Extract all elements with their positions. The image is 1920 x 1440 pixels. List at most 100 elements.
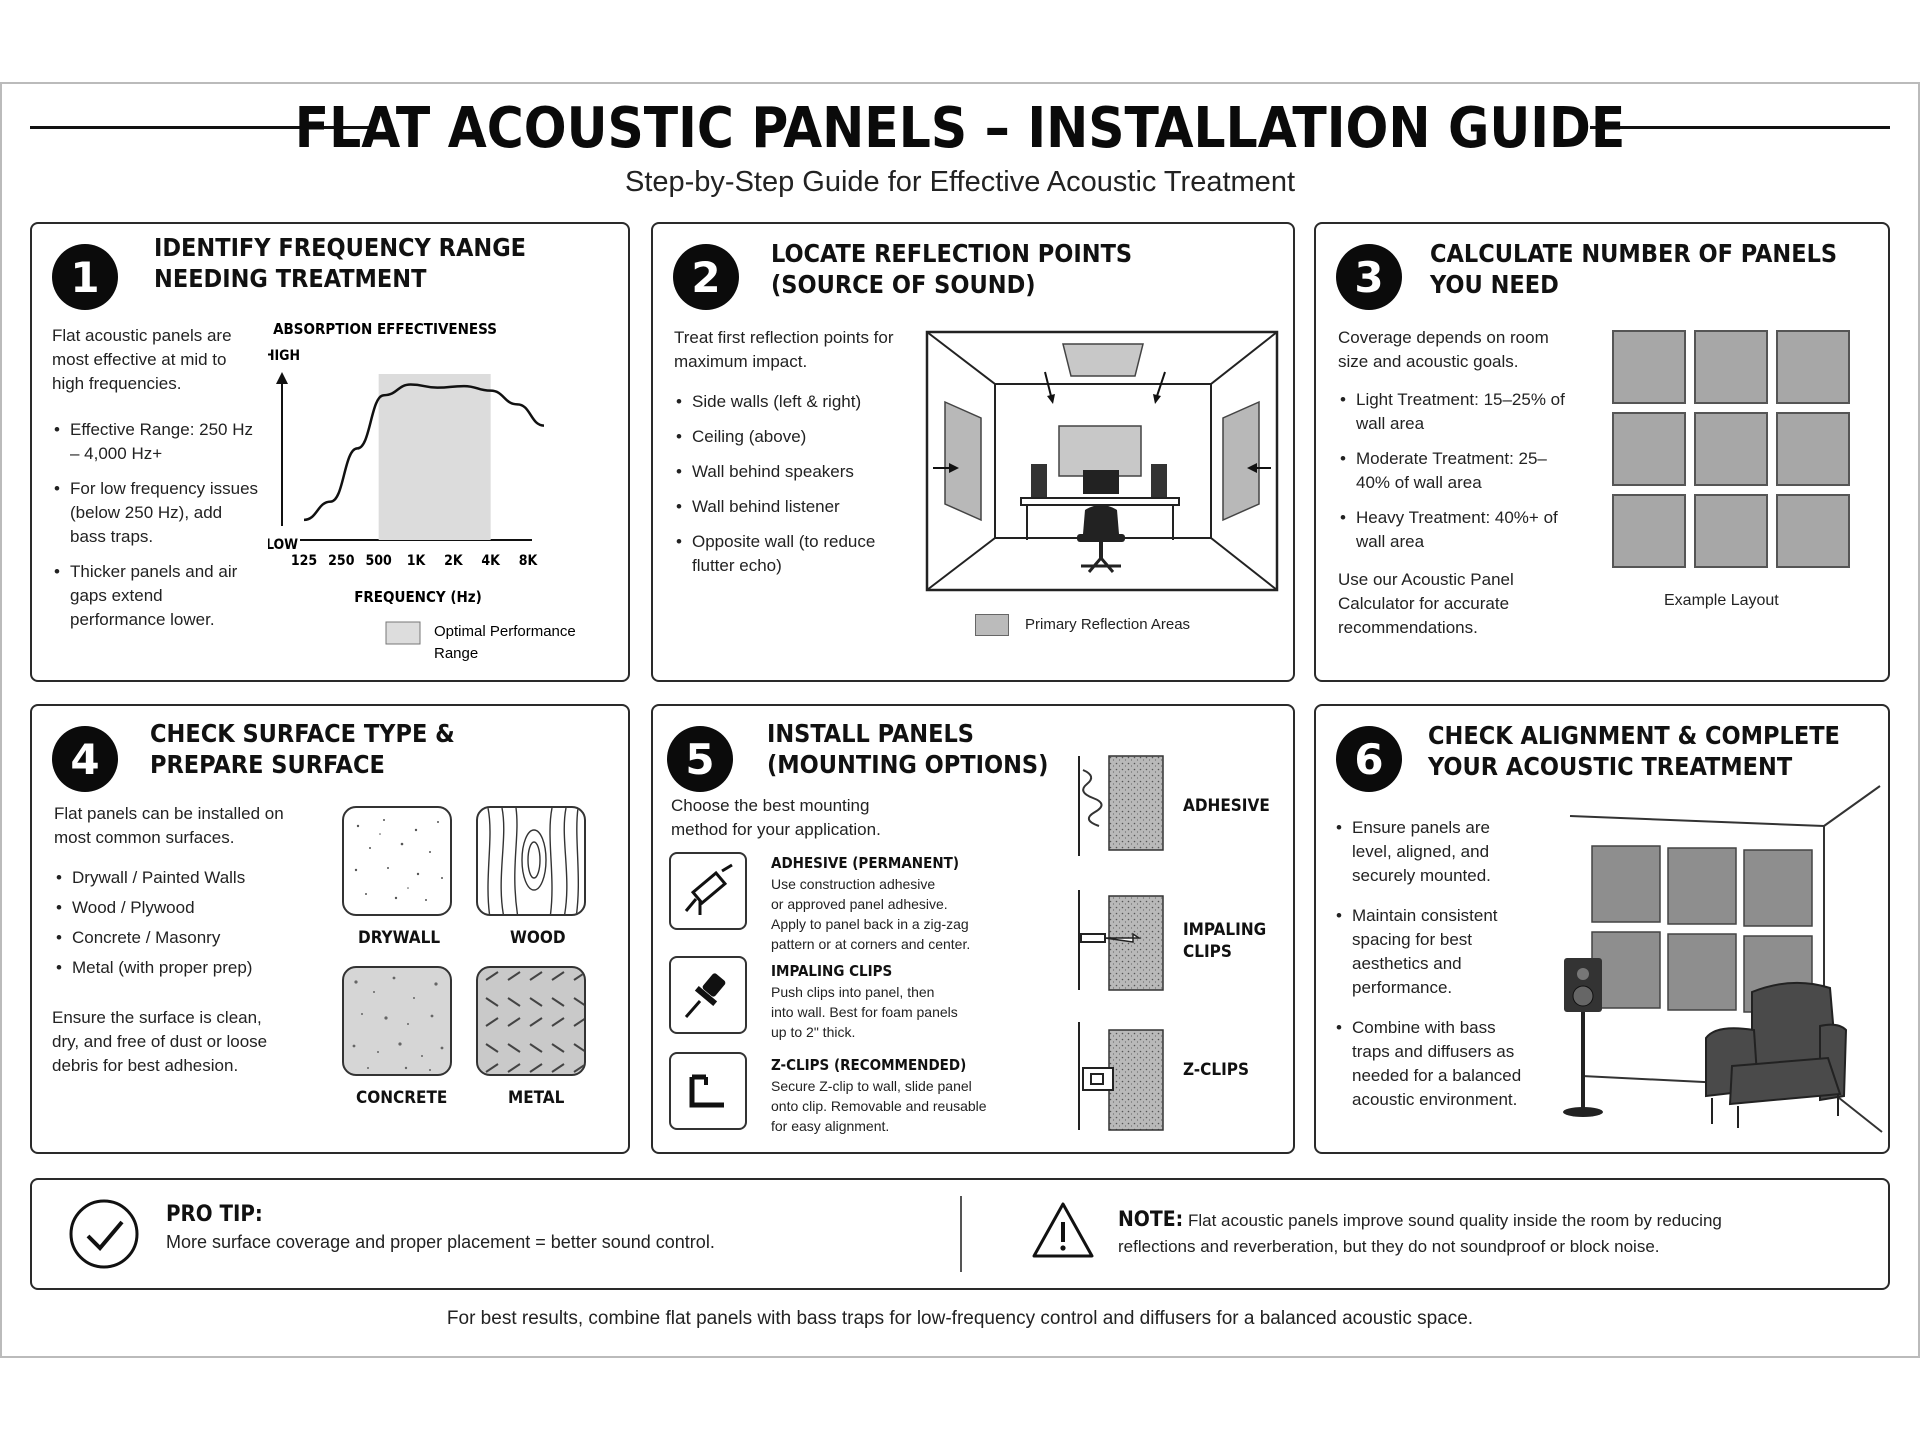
desc-line: up to 2" thick. <box>771 1024 856 1040</box>
optimal-range-band <box>378 374 491 540</box>
step-3-card: 3 CALCULATE NUMBER OF PANELS YOU NEED Co… <box>1314 222 1890 682</box>
list-item: Ceiling (above) <box>674 425 904 449</box>
concrete-tile <box>342 966 452 1076</box>
grid-panel <box>1612 330 1686 404</box>
title-rule-left <box>30 126 376 129</box>
list-item: Ensure panels are level, aligned, and se… <box>1334 816 1530 888</box>
chart-y-low: LOW <box>268 537 298 553</box>
step-4-title-line1: CHECK SURFACE TYPE & <box>150 719 455 748</box>
list-item: Opposite wall (to reduce flutter echo) <box>674 530 904 578</box>
list-item: Wall behind speakers <box>674 460 904 484</box>
page-subtitle: Step-by-Step Guide for Effective Acousti… <box>624 166 1296 198</box>
drywall-texture <box>354 819 443 901</box>
metal-texture <box>485 971 584 1073</box>
step-3-title-line2: YOU NEED <box>1430 270 1559 299</box>
push-pin-icon <box>684 973 726 1018</box>
adhesive-option-title: ADHESIVE (PERMANENT) <box>771 854 959 872</box>
step-5-title: INSTALL PANELS (MOUNTING OPTIONS) <box>767 718 1048 780</box>
grid-panel <box>1612 494 1686 568</box>
step-1-title-line2: NEEDING TREATMENT <box>154 264 427 293</box>
ceiling-panel <box>1062 343 1144 377</box>
step-6-title-line2: YOUR ACOUSTIC TREATMENT <box>1428 752 1793 781</box>
step-6-number: 6 <box>1336 726 1402 792</box>
list-item: Metal (with proper prep) <box>54 956 314 980</box>
desc-line: or approved panel adhesive. <box>771 896 948 912</box>
note-text: NOTE: Flat acoustic panels improve sound… <box>1118 1206 1722 1260</box>
desc-line: Apply to panel back in a zig-zag <box>771 916 969 932</box>
z-clip-option-box <box>669 1052 747 1130</box>
speaker-left <box>1031 464 1047 498</box>
impaling-diagram-label: IMPALING <box>1183 920 1267 940</box>
step-2-title: LOCATE REFLECTION POINTS (SOURCE OF SOUN… <box>771 238 1132 300</box>
x-tick-label: 4K <box>481 553 501 569</box>
step-2-intro: Treat first reflection points for maximu… <box>674 328 894 371</box>
grid-panel <box>1776 330 1850 404</box>
pro-tip-text: More surface coverage and proper placeme… <box>166 1232 715 1252</box>
speaker-on-stand <box>1563 958 1603 1117</box>
metal-tile <box>476 966 586 1076</box>
step-2-card: 2 LOCATE REFLECTION POINTS (SOURCE OF SO… <box>651 222 1295 682</box>
left-wall-panel <box>944 400 982 522</box>
armchair <box>1705 981 1848 1128</box>
list-item: Heavy Treatment: 40%+ of wall area <box>1338 506 1568 554</box>
x-tick-label: 250 <box>328 553 355 569</box>
x-tick-label: 1K <box>407 553 427 569</box>
grid-panel <box>1694 412 1768 486</box>
desc-line: Push clips into panel, then <box>771 984 935 1000</box>
list-item: Concrete / Masonry <box>54 926 314 950</box>
z-clips-diagram-label: Z-CLIPS <box>1183 1060 1250 1080</box>
office-chair <box>1083 505 1119 534</box>
desc-line: onto clip. Removable and reusable <box>771 1098 987 1114</box>
note-line-2: reflections and reverberation, but they … <box>1118 1237 1660 1256</box>
panel-grid <box>1612 330 1856 570</box>
step-3-title-line1: CALCULATE NUMBER OF PANELS <box>1430 239 1838 268</box>
concrete-texture <box>352 976 444 1071</box>
step-3-number: 3 <box>1336 244 1402 310</box>
wood-texture <box>487 808 580 914</box>
step-6-title: CHECK ALIGNMENT & COMPLETE YOUR ACOUSTIC… <box>1428 720 1840 782</box>
reflection-legend-label: Primary Reflection Areas <box>1025 616 1191 633</box>
x-tick-label: 8K <box>519 553 539 569</box>
adhesive-diagram-label: ADHESIVE <box>1183 796 1270 816</box>
legend-swatch <box>385 621 421 645</box>
right-wall-panel <box>1222 400 1260 522</box>
step-4-title: CHECK SURFACE TYPE & PREPARE SURFACE <box>150 718 455 780</box>
clips-diagram-label: CLIPS <box>1183 942 1232 962</box>
step-5-title-line2: (MOUNTING OPTIONS) <box>767 750 1049 779</box>
step-5-intro: Choose the best mounting method for your… <box>671 796 881 839</box>
caulk-gun-icon <box>684 863 733 915</box>
step-6-card: 6 CHECK ALIGNMENT & COMPLETE YOUR ACOUST… <box>1314 704 1890 1154</box>
wall-panel <box>1591 845 1661 923</box>
step-6-title-line1: CHECK ALIGNMENT & COMPLETE <box>1428 721 1840 750</box>
x-tick-label: 125 <box>291 553 317 569</box>
checkmark-icon <box>69 1199 139 1269</box>
title-rule-right <box>1590 126 1890 129</box>
list-item: Light Treatment: 15–25% of wall area <box>1338 388 1568 436</box>
speaker-right <box>1151 464 1167 498</box>
list-item: Combine with bass traps and diffusers as… <box>1334 1016 1530 1112</box>
step-6-bullets: Ensure panels are level, aligned, and se… <box>1334 816 1530 1123</box>
wall-panel <box>1667 933 1737 1011</box>
step-2-title-line1: LOCATE REFLECTION POINTS <box>771 239 1133 268</box>
grid-panel <box>1612 412 1686 486</box>
step-5-card: 5 INSTALL PANELS (MOUNTING OPTIONS) Choo… <box>651 704 1295 1154</box>
step-2-number: 2 <box>673 244 739 310</box>
wood-label: WOOD <box>510 928 566 948</box>
step-1-title: IDENTIFY FREQUENCY RANGE NEEDING TREATME… <box>154 232 526 294</box>
pro-tip-heading: PRO TIP: <box>166 1202 263 1227</box>
step-3-outro: Use our Acoustic Panel Calculator for ac… <box>1338 570 1514 637</box>
page-title: FLAT ACOUSTIC PANELS – INSTALLATION GUID… <box>294 96 1626 161</box>
list-item: Moderate Treatment: 25–40% of wall area <box>1338 447 1568 495</box>
grid-panel <box>1694 330 1768 404</box>
step-5-title-line1: INSTALL PANELS <box>767 719 974 748</box>
tip-divider <box>960 1196 962 1272</box>
tip-bar: PRO TIP: More surface coverage and prope… <box>30 1178 1890 1290</box>
example-layout-caption: Example Layout <box>1664 592 1779 609</box>
adhesive-option-desc: Use construction adhesive or approved pa… <box>771 874 970 954</box>
desc-line: for easy alignment. <box>771 1118 890 1134</box>
note-heading: NOTE: <box>1118 1207 1184 1231</box>
grid-panel <box>1694 494 1768 568</box>
impaling-clip-option-title: IMPALING CLIPS <box>771 962 893 980</box>
metal-label: METAL <box>508 1088 565 1108</box>
x-tick-label: 500 <box>366 553 393 569</box>
